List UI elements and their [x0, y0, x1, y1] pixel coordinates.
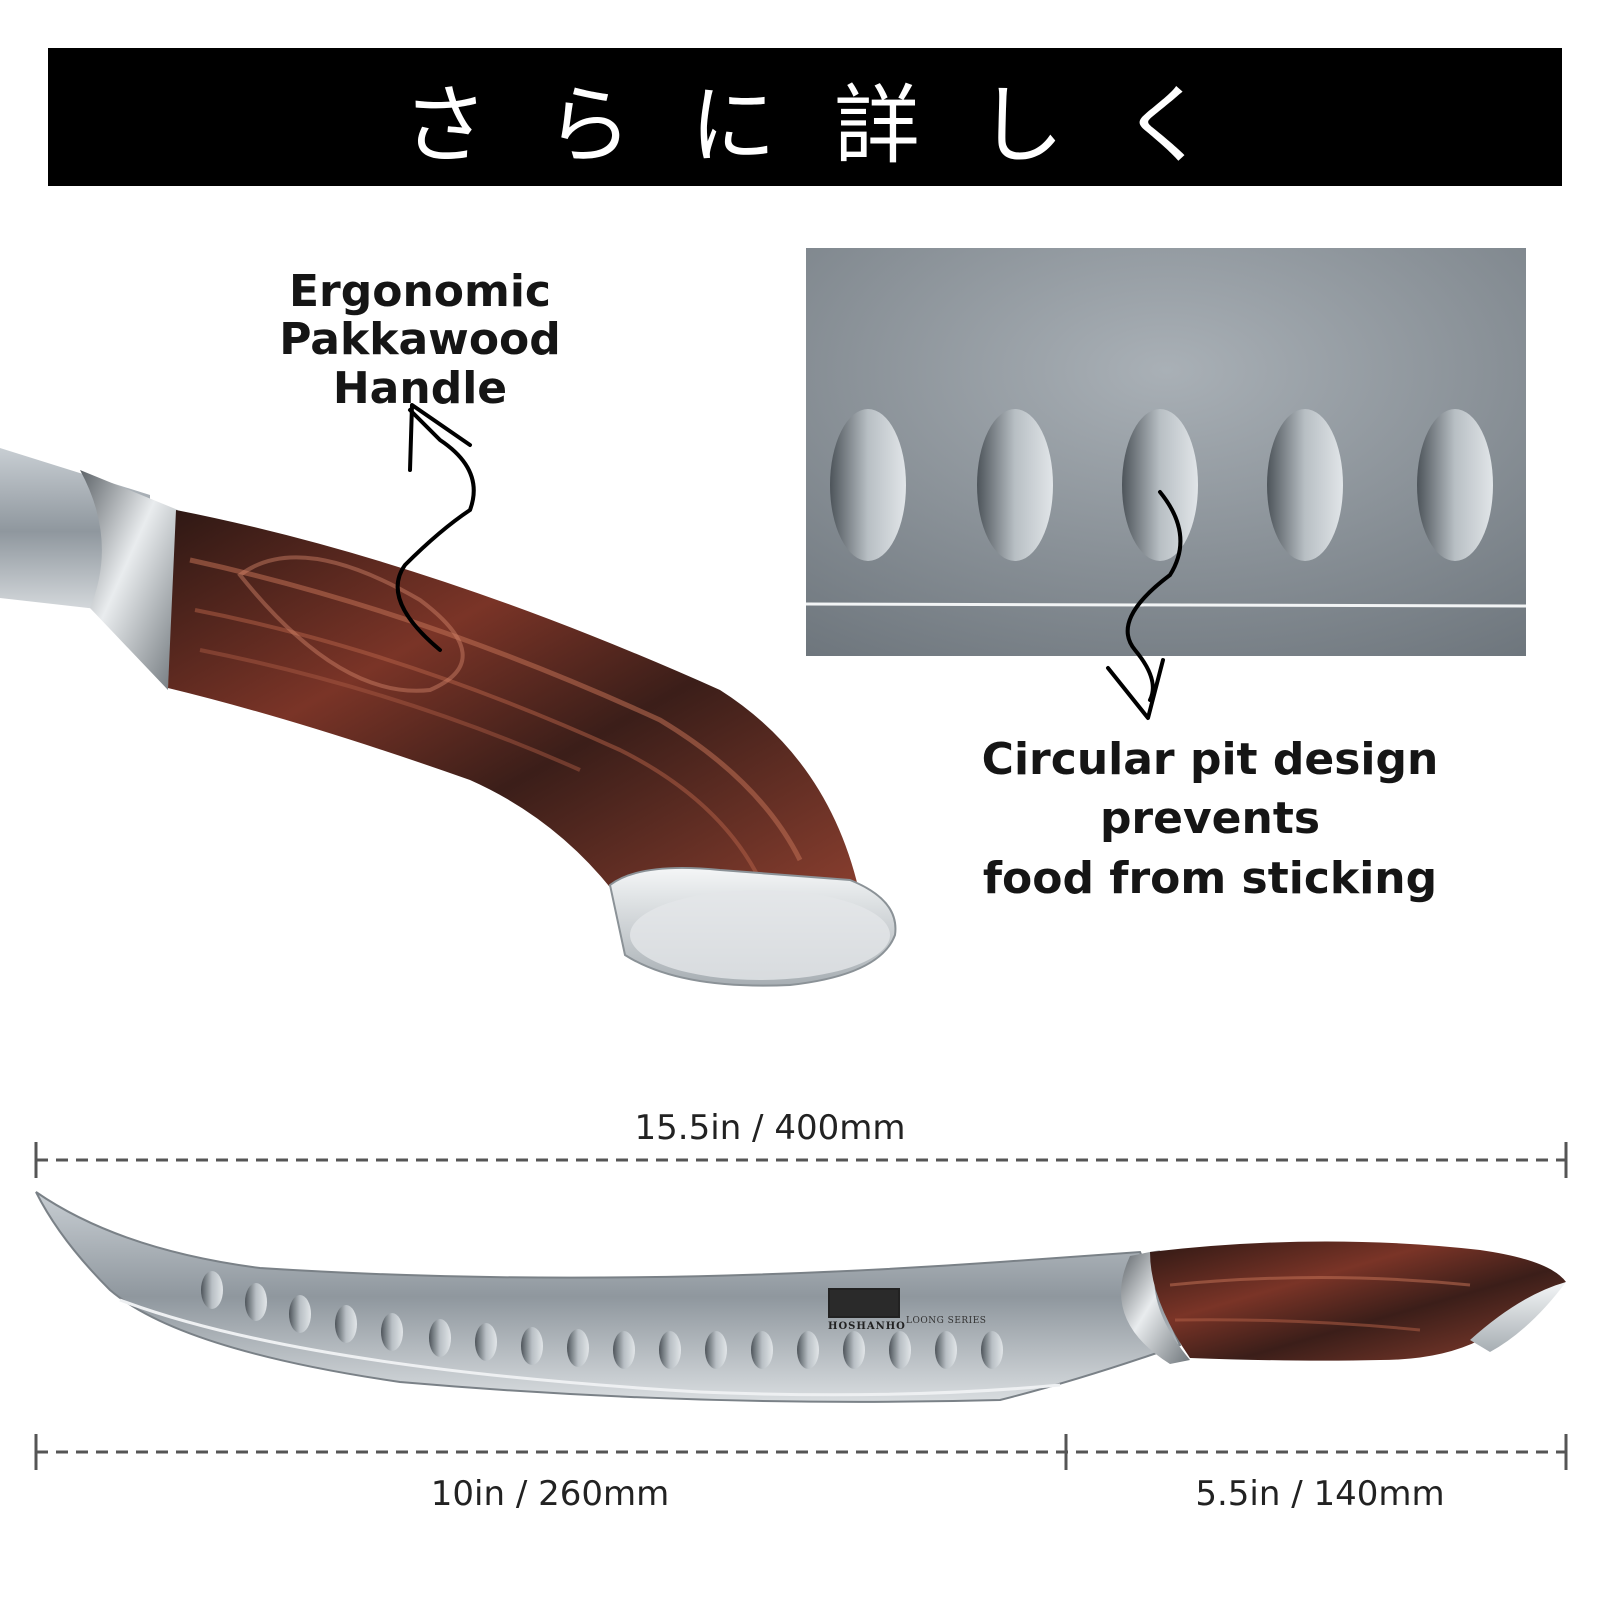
- full-knife: [35, 1191, 1566, 1403]
- wood-grain: [189, 557, 803, 862]
- full-bolster: [1121, 1250, 1190, 1364]
- wood-grain: [1169, 1276, 1471, 1287]
- pits-caption: Circular pit design prevents food from s…: [870, 730, 1550, 908]
- title-banner: さらに詳しく: [48, 48, 1562, 186]
- pit-oval: [977, 409, 1053, 561]
- blade-pit: [705, 1331, 727, 1369]
- blade-pit: [935, 1331, 957, 1369]
- blade-pit: [201, 1271, 223, 1309]
- handle-arrow-line: [395, 408, 476, 652]
- blade-pit: [797, 1331, 819, 1369]
- blade-pit: [335, 1305, 357, 1343]
- blade-edge-highlight: [119, 1298, 1061, 1397]
- blade-pit: [659, 1331, 681, 1369]
- pits-arrow-head: [1106, 658, 1165, 720]
- handle-arrow-head: [408, 403, 472, 472]
- pit-oval: [1267, 409, 1343, 561]
- blade-pit: [245, 1283, 267, 1321]
- total-length-line: [34, 1142, 1568, 1178]
- blade-pit: [889, 1331, 911, 1369]
- handle-caption-line-2: Handle: [332, 362, 508, 414]
- wood-grain: [237, 555, 465, 693]
- wood-grain: [194, 608, 762, 881]
- bolster: [80, 470, 178, 690]
- pits-caption-line-2: food from sticking: [982, 852, 1438, 904]
- brand-name: HOSHANHO: [828, 1321, 906, 1332]
- blade-pit: [981, 1331, 1003, 1369]
- blade-length-label: 10in / 260mm: [430, 1474, 670, 1514]
- total-length-label: 15.5in / 400mm: [634, 1108, 906, 1148]
- end-cap-face: [630, 890, 890, 980]
- blade-pit: [289, 1295, 311, 1333]
- blade-pits: [201, 1271, 1003, 1369]
- brand-series: LOONG SERIES: [906, 1316, 987, 1326]
- handle-closeup: [0, 403, 897, 987]
- handle-caption: Ergonomic Pakkawood Handle: [150, 266, 690, 414]
- pits-caption-line-1: Circular pit design prevents: [981, 734, 1439, 845]
- blade-pit: [751, 1331, 773, 1369]
- banner-title: さらに詳しく: [402, 75, 1266, 176]
- pit-oval: [1417, 409, 1493, 561]
- blade-pit: [429, 1319, 451, 1357]
- blade-pit: [475, 1323, 497, 1361]
- handle-length-label: 5.5in / 140mm: [1195, 1474, 1445, 1514]
- blade-pit: [521, 1327, 543, 1365]
- segment-length-line: [34, 1434, 1568, 1470]
- wood-grain: [1174, 1318, 1421, 1332]
- full-end-cap: [1470, 1282, 1566, 1352]
- blade-pit: [843, 1331, 865, 1369]
- pits-arrow-line: [1125, 490, 1183, 702]
- blade-pit: [381, 1313, 403, 1351]
- pit-oval: [1122, 409, 1198, 561]
- pit-closeup: [805, 248, 1527, 720]
- blade-pit: [567, 1329, 589, 1367]
- brand-logo: HOSHANHO: [828, 1288, 906, 1332]
- brand-logo-box: [828, 1288, 900, 1318]
- full-handle: [1150, 1241, 1566, 1361]
- wood-grain: [199, 648, 581, 772]
- edge-line: [805, 602, 1527, 608]
- pit-oval: [830, 409, 906, 561]
- blade-pit: [613, 1331, 635, 1369]
- handle-caption-line-1: Ergonomic Pakkawood: [279, 266, 561, 366]
